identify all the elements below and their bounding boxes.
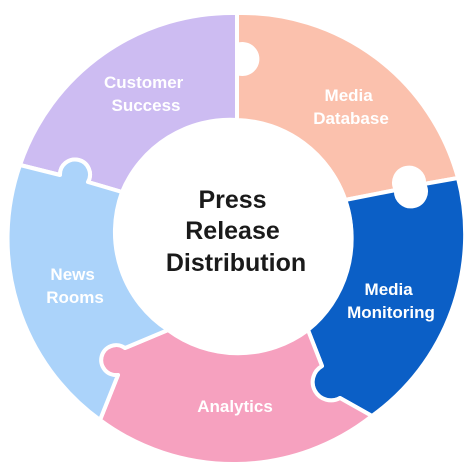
center-title-line-2: Release bbox=[185, 217, 280, 245]
segment-news-rooms-line-1: News bbox=[50, 265, 94, 284]
center-circle bbox=[120, 120, 354, 354]
svg-text:News Rooms: News Rooms bbox=[46, 265, 104, 307]
center-title-line-1: Press bbox=[198, 186, 266, 214]
center-title-line-3: Distribution bbox=[166, 249, 306, 277]
svg-text:Customer Success: Customer Success bbox=[104, 73, 188, 115]
segment-news-rooms-piece bbox=[5, 157, 170, 422]
center-hub: Press Release Distribution bbox=[120, 120, 354, 354]
svg-text:Media Database: Media Database bbox=[313, 86, 389, 128]
segment-customer-success-line-1: Customer bbox=[104, 73, 184, 92]
svg-text:Analytics: Analytics bbox=[197, 397, 273, 416]
segment-analytics: Analytics bbox=[98, 328, 374, 467]
segment-news-rooms-line-2: Rooms bbox=[46, 288, 104, 307]
segment-media-database-line-2: Database bbox=[313, 109, 389, 128]
segment-news-rooms: News Rooms bbox=[5, 157, 170, 422]
segment-media-monitoring-line-2: Monitoring bbox=[347, 303, 435, 322]
segment-media-database-piece bbox=[235, 10, 460, 202]
segment-media-database: Media Database bbox=[235, 10, 460, 202]
segment-customer-success-line-2: Success bbox=[112, 96, 181, 115]
svg-text:Press Release Dist: Press Release Distribution bbox=[166, 186, 306, 277]
segment-media-monitoring-line-1: Media bbox=[365, 280, 414, 299]
segment-media-database-line-1: Media bbox=[325, 86, 374, 105]
segment-customer-success: Customer Success bbox=[18, 10, 239, 194]
svg-text:Media Monitoring: Media Monitoring bbox=[347, 280, 435, 322]
segment-analytics-line-1: Analytics bbox=[197, 397, 273, 416]
